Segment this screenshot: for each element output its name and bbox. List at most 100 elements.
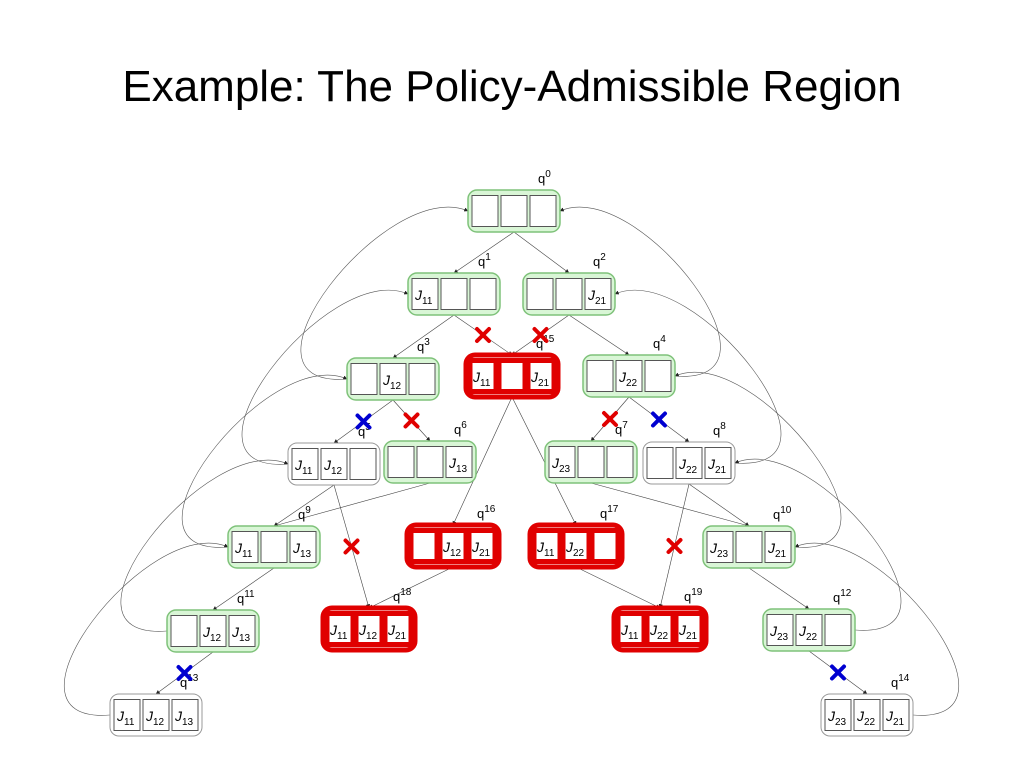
state-label-sup: 17 (607, 504, 619, 515)
job-letter: J (618, 369, 627, 385)
job-letter: J (202, 624, 211, 640)
job-label: J11 (414, 287, 433, 307)
edge-q15-q16 (452, 396, 513, 526)
job-subscript: 23 (777, 632, 789, 643)
job-label: J22 (856, 708, 876, 728)
queue-slot (408, 363, 436, 395)
job-subscript: 11 (480, 378, 491, 389)
queue-slot (548, 446, 576, 478)
queue-slot (529, 195, 557, 227)
queue-slot (440, 278, 468, 310)
queue-slot (289, 531, 317, 563)
state-label-q: q (478, 254, 485, 269)
queue-slot (445, 446, 473, 478)
job-label: J23 (827, 708, 847, 728)
job-subscript: 21 (686, 631, 698, 642)
job-subscript: 23 (835, 717, 847, 728)
state-label-sup: 6 (461, 420, 467, 431)
queue-slot (646, 447, 674, 479)
job-letter: J (885, 708, 894, 724)
job-label: J12 (442, 539, 462, 559)
state-label-q: q (773, 507, 780, 522)
job-letter: J (530, 369, 539, 385)
slide-title: Example: The Policy-Admissible Region (122, 62, 902, 111)
job-subscript: 22 (626, 378, 638, 389)
job-subscript: 13 (456, 464, 468, 475)
job-label: J11 (234, 540, 253, 560)
queue-slot (320, 448, 348, 480)
job-label: J12 (202, 624, 222, 644)
state-label-q: q (653, 336, 660, 351)
state-label: q10 (773, 505, 792, 522)
job-label: J13 (174, 708, 194, 728)
job-letter: J (678, 622, 687, 638)
job-letter: J (856, 708, 865, 724)
job-label: J22 (798, 623, 818, 643)
state-label-sup: 18 (400, 587, 412, 598)
job-letter: J (620, 622, 629, 638)
queue-slot (560, 528, 592, 564)
state-label-q: q (600, 506, 607, 521)
state-label-q: q (833, 590, 840, 605)
queue-slot (324, 611, 356, 647)
state-label-sup: 9 (305, 505, 311, 516)
job-letter: J (551, 455, 560, 471)
job-subscript: 21 (893, 717, 905, 728)
job-subscript: 13 (300, 549, 312, 560)
queue-slot (764, 531, 792, 563)
job-subscript: 12 (450, 548, 462, 559)
job-label: J21 (530, 369, 550, 389)
job-letter: J (707, 456, 716, 472)
state-label-sup: 8 (720, 421, 726, 432)
state-nodes: q0q1J11q2J21q15J11J21q3J12q4J22q5J11J12q… (109, 169, 914, 737)
reset-arc-q4-q0 (559, 206, 721, 377)
queue-slot (584, 278, 612, 310)
queue-slot (379, 363, 407, 395)
job-subscript: 21 (775, 549, 787, 560)
reset-arc-q14-q10 (794, 542, 959, 716)
job-subscript: 21 (538, 378, 550, 389)
job-label: J12 (323, 457, 343, 477)
edge-q7-q10 (590, 482, 750, 528)
job-letter: J (649, 622, 658, 638)
state-label-sup: 14 (898, 673, 910, 684)
job-subscript: 12 (331, 466, 343, 477)
state-label-sup: 15 (543, 334, 555, 345)
job-letter: J (472, 369, 481, 385)
job-subscript: 11 (337, 631, 348, 642)
job-letter: J (116, 708, 125, 724)
queue-slot (586, 360, 614, 392)
queue-slot (577, 446, 605, 478)
queue-slot (471, 195, 499, 227)
state-label-q: q (477, 506, 484, 521)
job-label: J21 (707, 456, 727, 476)
queue-slot (525, 358, 557, 394)
state-label-sup: 19 (691, 587, 703, 598)
job-letter: J (382, 372, 391, 388)
cross-stroke (355, 413, 372, 430)
queue-slot (228, 615, 256, 647)
job-letter: J (329, 622, 338, 638)
state-label-sup: 13 (187, 673, 199, 684)
job-subscript: 23 (717, 549, 729, 560)
job-label: J23 (769, 623, 789, 643)
job-letter: J (798, 623, 807, 639)
job-letter: J (536, 539, 545, 555)
queue-slot (437, 528, 469, 564)
state-label-sup: 11 (244, 589, 255, 600)
queue-slot (466, 528, 498, 564)
job-letter: J (448, 455, 457, 471)
job-letter: J (292, 540, 301, 556)
cross-stroke (403, 412, 420, 429)
blue-cross-q4-q8 (651, 411, 667, 428)
state-node-q5: q5J11J12 (287, 422, 381, 486)
job-subscript: 21 (715, 465, 727, 476)
